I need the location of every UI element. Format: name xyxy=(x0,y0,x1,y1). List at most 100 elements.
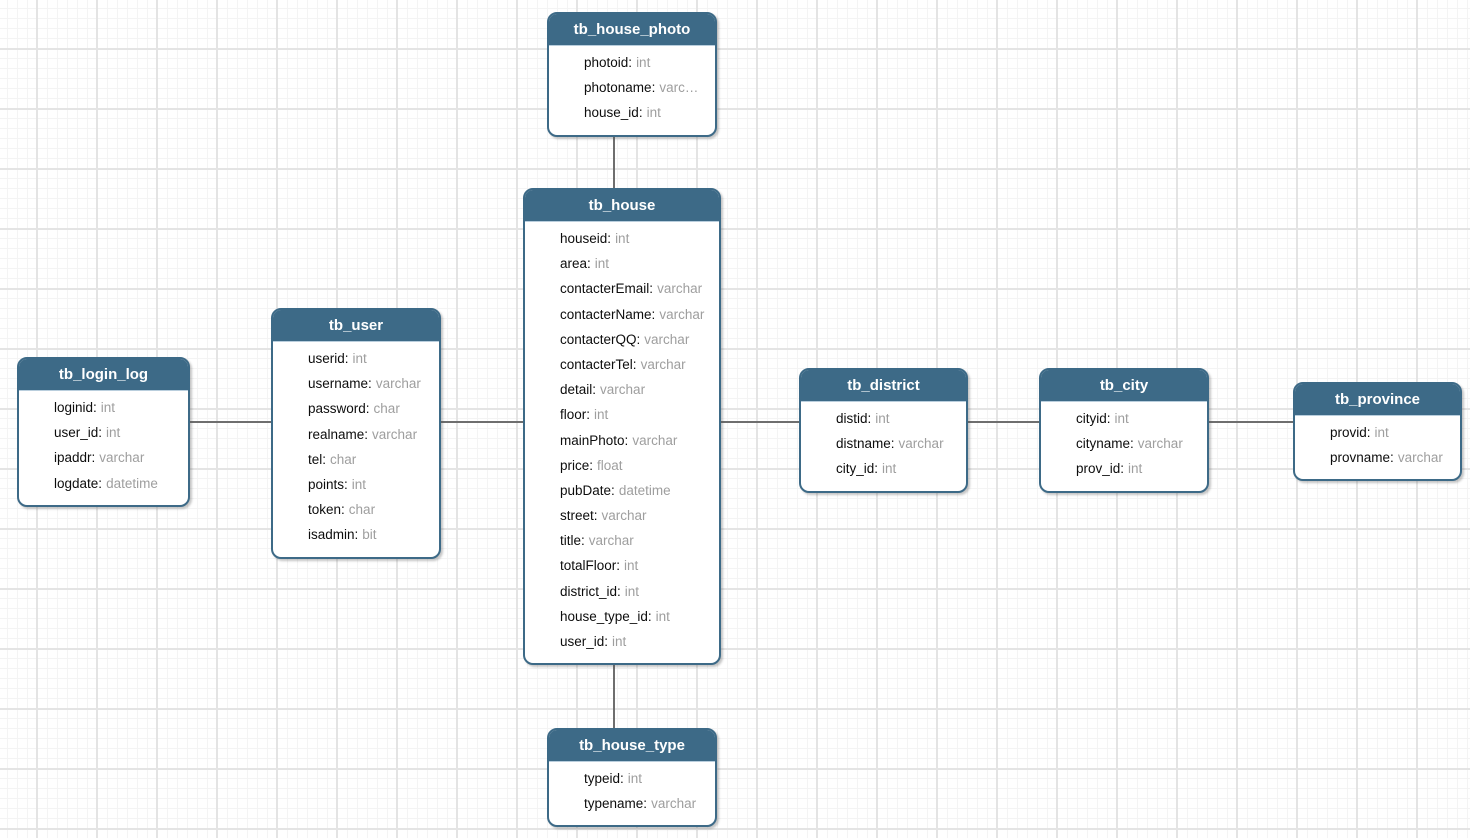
connector-tb_house-tb_district[interactable] xyxy=(717,421,803,423)
field-prov_id[interactable]: prov_idint xyxy=(1041,456,1207,481)
field-name: typeid xyxy=(584,771,624,786)
field-type: varchar xyxy=(372,426,418,442)
field-username[interactable]: usernamevarchar xyxy=(273,371,439,396)
entity-field-list: providintprovnamevarchar xyxy=(1295,416,1460,479)
entity-tb_district[interactable]: tb_district distidintdistnamevarcharcity_… xyxy=(799,368,968,493)
field-house_type_id[interactable]: house_type_idint xyxy=(525,604,719,629)
field-typeid[interactable]: typeidint xyxy=(549,766,715,791)
field-totalFloor[interactable]: totalFloorint xyxy=(525,553,719,578)
field-floor[interactable]: floorint xyxy=(525,402,719,427)
field-type: int xyxy=(351,476,367,492)
field-distname[interactable]: distnamevarchar xyxy=(801,431,966,456)
field-type: varchar xyxy=(640,356,686,372)
field-houseid[interactable]: houseidint xyxy=(525,226,719,251)
field-name: user_id xyxy=(560,634,608,649)
entity-tb_house_type[interactable]: tb_house_type typeidinttypenamevarchar xyxy=(547,728,717,828)
entity-title[interactable]: tb_province xyxy=(1295,384,1460,416)
entity-tb_city[interactable]: tb_citycityidintcitynamevarcharprov_idin… xyxy=(1039,368,1209,493)
field-type: varchar xyxy=(657,281,703,297)
entity-tb_province[interactable]: tb_provinceprovidintprovnamevarchar xyxy=(1293,382,1462,482)
field-name: houseid xyxy=(560,231,611,246)
field-typename[interactable]: typenamevarchar xyxy=(549,791,715,816)
connector-tb_user-tb_house[interactable] xyxy=(437,421,527,423)
field-isadmin[interactable]: isadminbit xyxy=(273,522,439,547)
field-photoid[interactable]: photoidint xyxy=(549,50,715,75)
field-type: datetime xyxy=(618,482,671,498)
field-photoname[interactable]: photonamevarc… xyxy=(549,75,715,100)
field-name: mainPhoto xyxy=(560,433,628,448)
entity-tb_login_log[interactable]: tb_login_logloginidintuser_idintipaddrva… xyxy=(17,357,190,507)
field-name: contacterQQ xyxy=(560,332,640,347)
field-contacterTel[interactable]: contacterTelvarchar xyxy=(525,352,719,377)
field-realname[interactable]: realnamevarchar xyxy=(273,422,439,447)
field-distid[interactable]: distidint xyxy=(801,406,966,431)
connector-tb_city-tb_province[interactable] xyxy=(1205,421,1297,423)
field-street[interactable]: streetvarchar xyxy=(525,503,719,528)
entity-title[interactable]: tb_district xyxy=(801,370,966,402)
field-contacterName[interactable]: contacterNamevarchar xyxy=(525,302,719,327)
field-name: price xyxy=(560,458,593,473)
field-type: char xyxy=(348,502,376,518)
field-type: datetime xyxy=(106,475,158,491)
field-logdate[interactable]: logdatedatetime xyxy=(19,471,188,496)
field-type: int xyxy=(1114,411,1129,426)
entity-tb_house[interactable]: tb_househouseidintareaintcontacterEmailv… xyxy=(523,188,721,666)
field-type: varchar xyxy=(659,306,705,322)
field-name: photoid xyxy=(584,55,632,70)
entity-field-list: cityidintcitynamevarcharprov_idint xyxy=(1041,402,1207,491)
connector-tb_house-tb_house_type[interactable] xyxy=(613,662,615,732)
entity-title[interactable]: tb_city xyxy=(1041,370,1207,402)
field-type: varchar xyxy=(375,376,421,392)
field-house_id[interactable]: house_idint xyxy=(549,100,715,125)
field-provid[interactable]: providint xyxy=(1295,420,1460,445)
field-type: int xyxy=(594,256,610,272)
field-name: provid xyxy=(1330,425,1371,440)
connector-tb_house_photo-tb_house[interactable] xyxy=(613,130,615,192)
field-name: contacterTel xyxy=(560,357,637,372)
entity-title[interactable]: tb_house xyxy=(525,190,719,222)
field-type: int xyxy=(624,583,640,599)
field-area[interactable]: areaint xyxy=(525,251,719,276)
field-user_id[interactable]: user_id int xyxy=(525,629,719,654)
field-price[interactable]: pricefloat xyxy=(525,453,719,478)
field-cityid[interactable]: cityidint xyxy=(1041,406,1207,431)
connector-tb_login_log-tb_user[interactable] xyxy=(186,421,275,423)
field-district_id[interactable]: district_idint xyxy=(525,579,719,604)
field-type: int xyxy=(100,400,116,415)
entity-tb_user[interactable]: tb_user useridintusernamevarcharpasswordc… xyxy=(271,308,441,559)
entity-title[interactable]: tb_house_photo xyxy=(549,14,715,46)
field-detail[interactable]: detailvarchar xyxy=(525,377,719,402)
field-type: int xyxy=(1128,461,1143,477)
field-type: int xyxy=(1374,425,1389,440)
field-type: int xyxy=(612,634,627,649)
field-title[interactable]: titlevarchar xyxy=(525,528,719,553)
entity-title[interactable]: tb_login_log xyxy=(19,359,188,391)
field-user_id[interactable]: user_idint xyxy=(19,420,188,445)
field-mainPhoto[interactable]: mainPhotovarchar xyxy=(525,428,719,453)
field-city_id[interactable]: city_idint xyxy=(801,456,966,481)
field-cityname[interactable]: citynamevarchar xyxy=(1041,431,1207,456)
field-points[interactable]: pointsint xyxy=(273,472,439,497)
field-userid[interactable]: useridint xyxy=(273,346,439,371)
field-name: user_id xyxy=(54,425,102,440)
field-name: floor xyxy=(560,407,590,422)
field-type: int xyxy=(882,461,897,477)
field-loginid[interactable]: loginidint xyxy=(19,395,188,420)
field-contacterQQ[interactable]: contacterQQvarchar xyxy=(525,327,719,352)
field-provname[interactable]: provnamevarchar xyxy=(1295,445,1460,470)
field-tel[interactable]: telchar xyxy=(273,447,439,472)
field-name: token xyxy=(308,502,345,517)
field-type: char xyxy=(330,451,357,467)
field-pubDate[interactable]: pubDatedatetime xyxy=(525,478,719,503)
field-password[interactable]: passwordchar xyxy=(273,396,439,421)
connector-tb_district-tb_city[interactable] xyxy=(964,421,1043,423)
entity-tb_house_photo[interactable]: tb_house_photo photoidintphotonamevarc…ho… xyxy=(547,12,717,137)
field-name: contacterEmail xyxy=(560,281,653,296)
field-type: int xyxy=(655,608,670,624)
field-ipaddr[interactable]: ipaddrvarchar xyxy=(19,445,188,470)
field-contacterEmail[interactable]: contacterEmail varchar xyxy=(525,276,719,301)
entity-title[interactable]: tb_user xyxy=(273,310,439,342)
entity-title[interactable]: tb_house_type xyxy=(549,730,715,762)
field-token[interactable]: tokenchar xyxy=(273,497,439,522)
